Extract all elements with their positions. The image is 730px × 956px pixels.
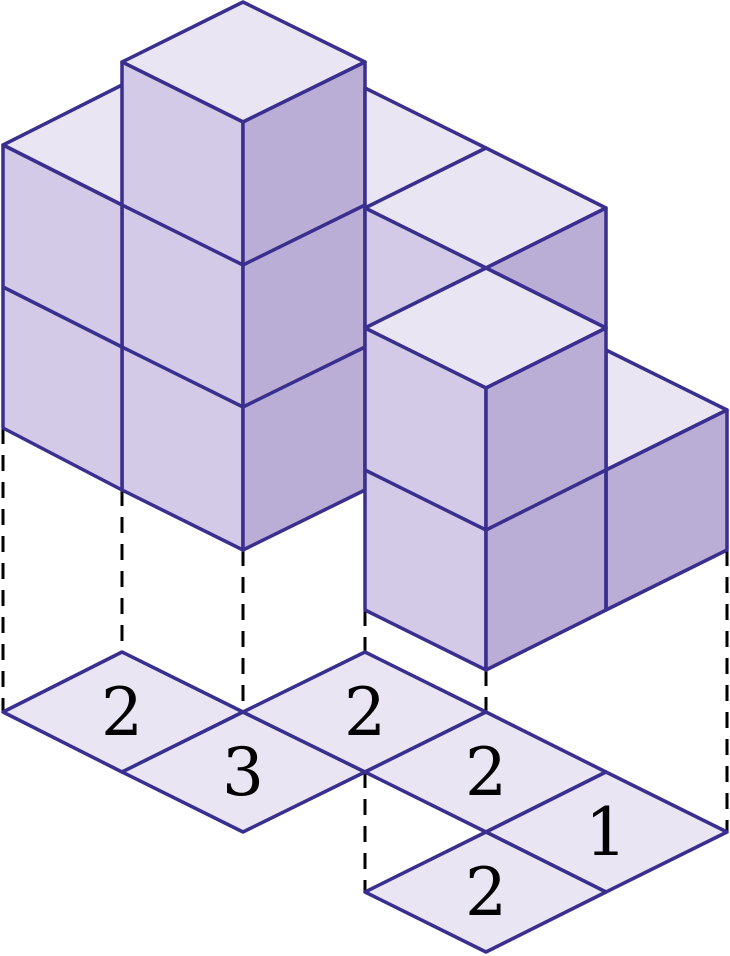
solid-left-block (1, 0, 367, 552)
count-label-back-left: 2 (101, 674, 143, 751)
base-count-labels: 2 3 2 2 1 2 (101, 674, 627, 931)
solid-right-block (363, 266, 729, 672)
count-label-back-middle: 2 (344, 674, 386, 751)
cube-edge (2, 285, 366, 409)
cube-edge (364, 468, 607, 532)
base-plan (1, 650, 729, 954)
count-label-middle: 2 (465, 734, 507, 811)
cube-edge (121, 203, 366, 267)
count-label-right: 1 (585, 794, 627, 871)
count-label-front-left: 3 (222, 734, 264, 811)
cube-left-face (120, 60, 245, 552)
cube-right-face (241, 60, 367, 552)
base-cell-front-middle (363, 830, 608, 954)
count-label-front-middle: 2 (465, 854, 507, 931)
